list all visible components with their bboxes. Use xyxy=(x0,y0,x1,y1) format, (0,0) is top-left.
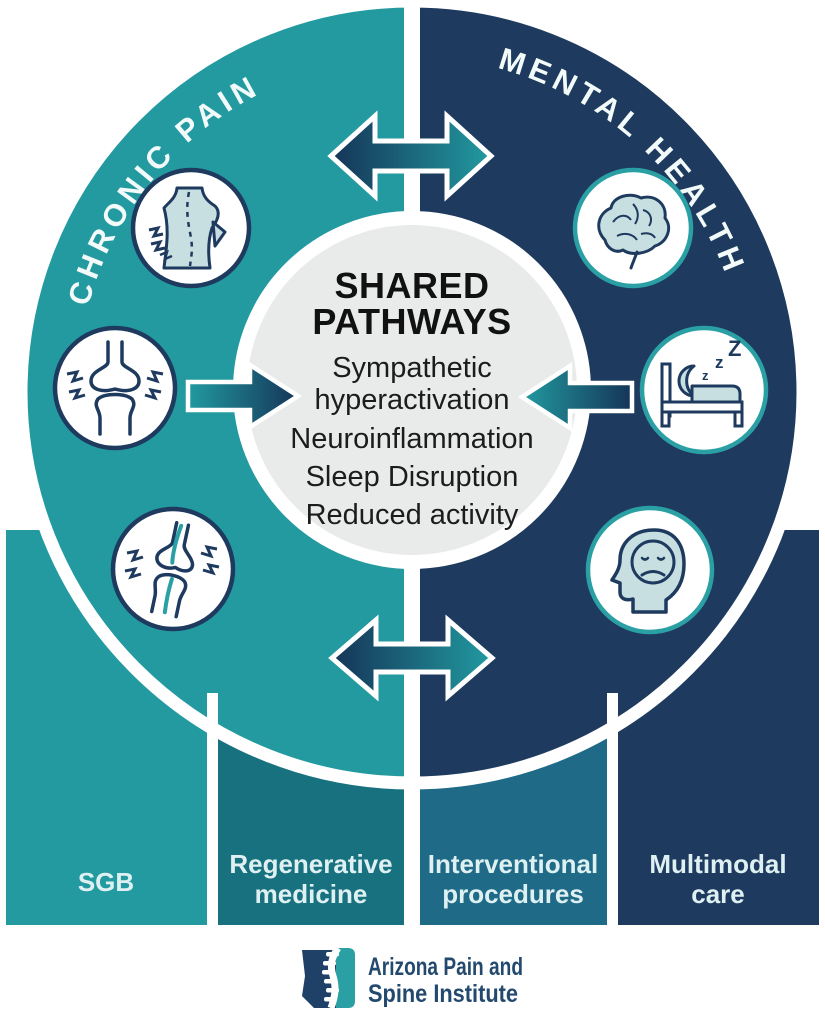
brain-icon xyxy=(572,167,694,289)
pathway-item: Neuroinflammation xyxy=(290,423,533,455)
treatment-label-multimodal-2: care xyxy=(691,879,745,909)
treatment-labels: SGB Regenerative medicine Interventional… xyxy=(78,849,787,909)
sleep-z-small: z xyxy=(702,368,709,383)
joint-inflammation-icon xyxy=(110,506,236,632)
ring-outer-border xyxy=(14,0,810,790)
column-divider-right xyxy=(607,693,618,925)
sleep-z-medium: z xyxy=(715,353,724,372)
column-divider-left xyxy=(207,693,218,925)
treatment-label-sgb: SGB xyxy=(78,867,134,897)
left-inward-arrow-icon xyxy=(185,360,303,432)
footer: Arizona Pain and Spine Institute xyxy=(302,945,523,1010)
pathway-item: Sympathetic xyxy=(332,352,492,384)
center-title-line1: SHARED xyxy=(334,265,489,306)
org-name-line2: Spine Institute xyxy=(368,980,518,1008)
shared-pathways-content: SHARED PATHWAYS Sympathetic hyperactivat… xyxy=(290,265,533,531)
pathway-item: hyperactivation xyxy=(314,384,509,416)
treatment-label-regenerative: Regenerative xyxy=(229,849,392,879)
center-title-line2: PATHWAYS xyxy=(312,301,511,342)
sleep-disruption-icon: z z Z xyxy=(639,325,769,455)
org-name-line1: Arizona Pain and xyxy=(368,953,523,981)
bottom-bidirectional-arrow-icon xyxy=(328,614,496,702)
pathway-item: Sleep Disruption xyxy=(306,461,519,493)
treatment-label-interventional-2: procedures xyxy=(442,879,584,909)
treatment-label-multimodal: Multimodal xyxy=(649,849,786,879)
sleep-z-large: Z xyxy=(728,336,741,361)
right-inward-arrow-icon xyxy=(517,361,635,433)
treatment-label-interventional: Interventional xyxy=(428,849,598,879)
top-bidirectional-arrow-icon xyxy=(327,110,495,202)
pathway-item: Reduced activity xyxy=(306,499,519,531)
depressed-mood-icon xyxy=(585,505,715,635)
back-pain-icon xyxy=(130,167,252,289)
knee-joint-pain-icon xyxy=(52,325,178,451)
treatment-label-regenerative-2: medicine xyxy=(255,879,368,909)
footer-logo xyxy=(302,945,355,1010)
